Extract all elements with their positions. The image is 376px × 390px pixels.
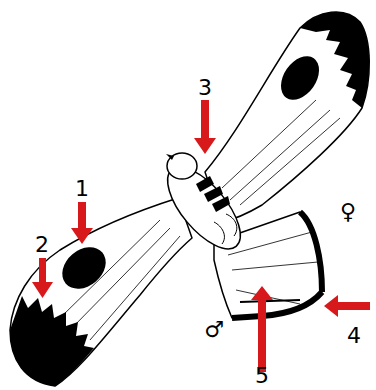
head	[167, 153, 197, 179]
pointer-arrow	[32, 258, 53, 298]
callout-number: 4	[347, 325, 361, 347]
callout-number: 3	[198, 77, 212, 99]
feather-lines	[60, 100, 340, 340]
carpal-patch	[273, 49, 327, 107]
pointer-arrow	[251, 286, 273, 372]
sex-symbol: ♀	[340, 201, 356, 223]
wing-tip	[10, 296, 94, 386]
tail-band	[232, 292, 322, 318]
callout-number: 5	[255, 365, 269, 387]
sex-symbol: ♂	[204, 319, 224, 341]
pointer-arrow	[194, 100, 216, 154]
thigh	[214, 214, 237, 244]
tail-band	[240, 300, 300, 302]
pointer-arrow	[324, 295, 370, 317]
pointer-arrow	[71, 202, 93, 244]
wing	[10, 198, 192, 386]
belly-band	[196, 176, 230, 212]
wing	[205, 12, 369, 222]
beak	[166, 154, 174, 160]
callout-number: 2	[35, 234, 49, 256]
pointer-arrows	[32, 100, 370, 372]
tail-band	[300, 212, 322, 292]
carpal-patch	[54, 239, 114, 297]
callout-number: 1	[75, 178, 89, 200]
